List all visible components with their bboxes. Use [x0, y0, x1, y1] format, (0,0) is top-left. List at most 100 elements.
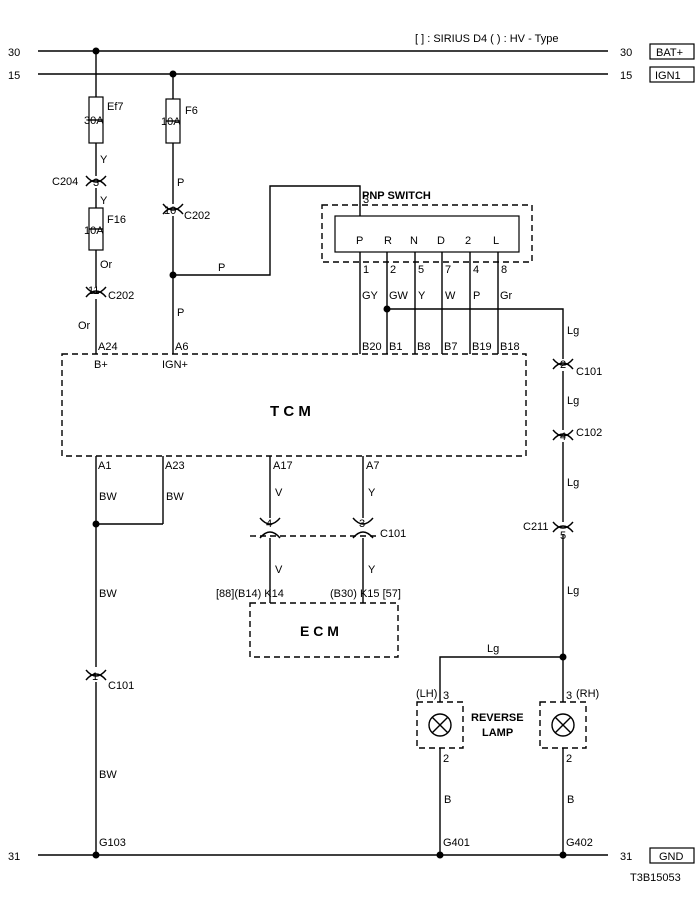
- tcm-module: T C M A24 A6 B20 B1 B8 B7 B19 B18 B+ IGN…: [61, 341, 527, 472]
- fuse-ef7-rating: 30A: [84, 115, 104, 127]
- g402-label: G402: [566, 837, 593, 849]
- bat-tag: BAT+: [656, 47, 683, 59]
- rail-15-right-label: 15: [620, 70, 632, 82]
- pnp-pos-2: 2: [465, 235, 471, 247]
- wire-v1: V: [275, 487, 283, 499]
- bat-tag-box: [649, 43, 695, 60]
- tcm-pin-b20: B20: [362, 341, 382, 353]
- c102-label: C102: [576, 427, 602, 439]
- wire-b-l: B: [444, 794, 451, 806]
- ecm-outline: [249, 602, 399, 658]
- connector-c102: [552, 429, 574, 437]
- tcm-pin-a7: A7: [366, 460, 379, 472]
- wire-p-sw: P: [473, 290, 480, 302]
- lamp-rh-pin3: 3: [566, 690, 572, 702]
- tcm-pin-a24: A24: [98, 341, 118, 353]
- rail-31: 31 31 GND: [8, 847, 695, 864]
- tcm-pin-a23: A23: [165, 460, 185, 472]
- c101-top-label: C101: [576, 366, 602, 378]
- wire-lg5: Lg: [487, 643, 499, 655]
- tcm-pin-a6: A6: [175, 341, 188, 353]
- c202a-pin: 10: [164, 205, 176, 217]
- wire-y2: Y: [100, 195, 108, 207]
- wire-or1: Or: [100, 259, 113, 271]
- legend-text: [ ] : SIRIUS D4 ( ) : HV - Type: [415, 33, 558, 45]
- wire-p2: P: [177, 307, 184, 319]
- tcm-outline: [61, 353, 527, 457]
- rail-15: 15 15 IGN1: [8, 66, 695, 83]
- wire-bw4: BW: [99, 769, 117, 781]
- reverse-label-2: LAMP: [482, 727, 513, 739]
- pnp-outline: [321, 204, 533, 263]
- ecm-k14: [88](B14) K14: [216, 588, 284, 600]
- wire-lg4: Lg: [567, 585, 579, 597]
- connector-c211: [552, 521, 574, 529]
- wire-v2: V: [275, 564, 283, 576]
- ecm-k15: (B30) K15 [57]: [330, 588, 401, 600]
- tcm-pin-b18: B18: [500, 341, 520, 353]
- pnp-pin-1: 1: [363, 264, 369, 276]
- c101-mid-pin3: 3: [359, 518, 365, 530]
- pnp-title: PNP SWITCH: [362, 190, 431, 202]
- connector-c101-low: [85, 669, 107, 677]
- c202a-label: C202: [184, 210, 210, 222]
- tcm-ground: BW BW BW 1 C101 BW G103: [85, 456, 184, 859]
- rail-30: 30 30 BAT+: [8, 43, 695, 60]
- c204-pin: 3: [93, 177, 99, 189]
- c102-pin: 4: [560, 431, 566, 443]
- connector-c202-10: [162, 203, 184, 211]
- tcm-pin-b7: B7: [444, 341, 457, 353]
- pnp-pos-p: P: [356, 235, 363, 247]
- ign-tag: IGN1: [655, 70, 681, 82]
- c101-low-pin: 1: [92, 671, 98, 683]
- tcm-pin-b1: B1: [389, 341, 402, 353]
- connector-c101-top: [552, 358, 574, 366]
- wire-lg1: Lg: [567, 325, 579, 337]
- pnp-pin-8: 8: [501, 264, 507, 276]
- wire-lg3: Lg: [567, 477, 579, 489]
- tcm-ecm-link: V Y 4 3 C101 V Y E C M [88](B14) K14 (B3…: [216, 456, 406, 658]
- c101-mid-pin4: 4: [266, 518, 272, 530]
- tcm-pin-a1: A1: [98, 460, 111, 472]
- wire-bw3: BW: [99, 588, 117, 600]
- tcm-pin-b19: B19: [472, 341, 492, 353]
- reverse-lamp-circuit: Lg 2 C101 Lg 4 C102 Lg C211 5 Lg Lg (LH)…: [416, 325, 602, 859]
- g401-label: G401: [443, 837, 470, 849]
- pnp-pin-4: 4: [473, 264, 479, 276]
- wire-w-sw: W: [445, 290, 456, 302]
- rail-31-left-label: 31: [8, 851, 20, 863]
- wire-p1: P: [177, 177, 184, 189]
- c202b-label: C202: [108, 290, 134, 302]
- wire-or2: Or: [78, 320, 91, 332]
- pnp-feed-pin: 3: [363, 194, 369, 206]
- fuse-ef7-name: Ef7: [107, 101, 124, 113]
- lamp-lh-pin3: 3: [443, 690, 449, 702]
- wire-y1: Y: [100, 154, 108, 166]
- tcm-pin-a17: A17: [273, 460, 293, 472]
- c211-label: C211: [523, 521, 548, 533]
- tcm-ign-plus: IGN+: [162, 359, 188, 371]
- junction-dot: [559, 851, 567, 859]
- fuse-f16-rating: 10A: [84, 225, 104, 237]
- pnp-switch: PNP SWITCH 3 P R N D 2 L 1 2 5 7 4 8 GY …: [321, 190, 564, 359]
- pnp-pos-l: L: [493, 235, 499, 247]
- wire-y-sw: Y: [418, 290, 426, 302]
- reverse-label-1: REVERSE: [471, 712, 524, 724]
- pnp-pos-r: R: [384, 235, 392, 247]
- ign-feed: F6 10A P 10 C202 P P: [161, 70, 361, 354]
- connector-c202-11: [85, 286, 107, 294]
- wire-y3: Y: [368, 487, 376, 499]
- junction-dot: [92, 851, 100, 859]
- wire-gr-sw: Gr: [500, 290, 513, 302]
- fuse-f6-rating: 10A: [161, 116, 181, 128]
- c101-mid-label: C101: [380, 528, 406, 540]
- connector-c204: [85, 175, 107, 183]
- gnd-tag-box: [649, 847, 695, 864]
- bplus-feed: Ef7 30A Y C204 3 Y F16 10A Or 11 C202 Or: [52, 47, 134, 354]
- tcm-b-plus: B+: [94, 359, 108, 371]
- c101-low-label: C101: [108, 680, 134, 692]
- junction-dot: [92, 520, 100, 528]
- wire-bw2: BW: [166, 491, 184, 503]
- wire-bw1: BW: [99, 491, 117, 503]
